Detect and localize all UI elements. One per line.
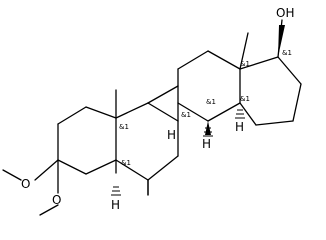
hydrogen-c14: H — [235, 120, 244, 134]
stereo-label-c8: &1 — [206, 98, 216, 106]
ring-d — [239, 56, 302, 126]
ring-a — [57, 106, 149, 181]
stereo-label-c17: &1 — [282, 49, 292, 57]
methoxy-oxygen-lower: O — [52, 193, 61, 207]
stereo-label-c14: &1 — [240, 95, 250, 103]
ring-b — [115, 102, 179, 196]
ring-c — [147, 50, 241, 122]
stereo-label-c9: &1 — [181, 111, 191, 119]
ketal-group — [2, 159, 59, 216]
stereo-label-c13: &1 — [240, 60, 250, 68]
structure-drawing: OH O O H H H H &1 &1 &1 &1 &1 &1 &1 — [2, 6, 302, 216]
c13-methyl-bond — [239, 32, 249, 70]
methoxy-oxygen-upper: O — [21, 177, 30, 191]
hydrogen-c8: H — [202, 137, 211, 151]
wedge-bond-c17-oh — [278, 25, 285, 57]
hash-bond-c14-h — [235, 109, 245, 119]
stereo-label-c5: &1 — [121, 159, 131, 167]
stereo-label-c10: &1 — [119, 123, 129, 131]
hydrogen-c5: H — [111, 198, 120, 212]
wedge-bond-c8-h — [205, 121, 211, 135]
hydroxyl-label: OH — [276, 6, 294, 20]
hash-bond-c5-h — [111, 186, 121, 196]
hydrogen-c9: H — [167, 128, 176, 142]
